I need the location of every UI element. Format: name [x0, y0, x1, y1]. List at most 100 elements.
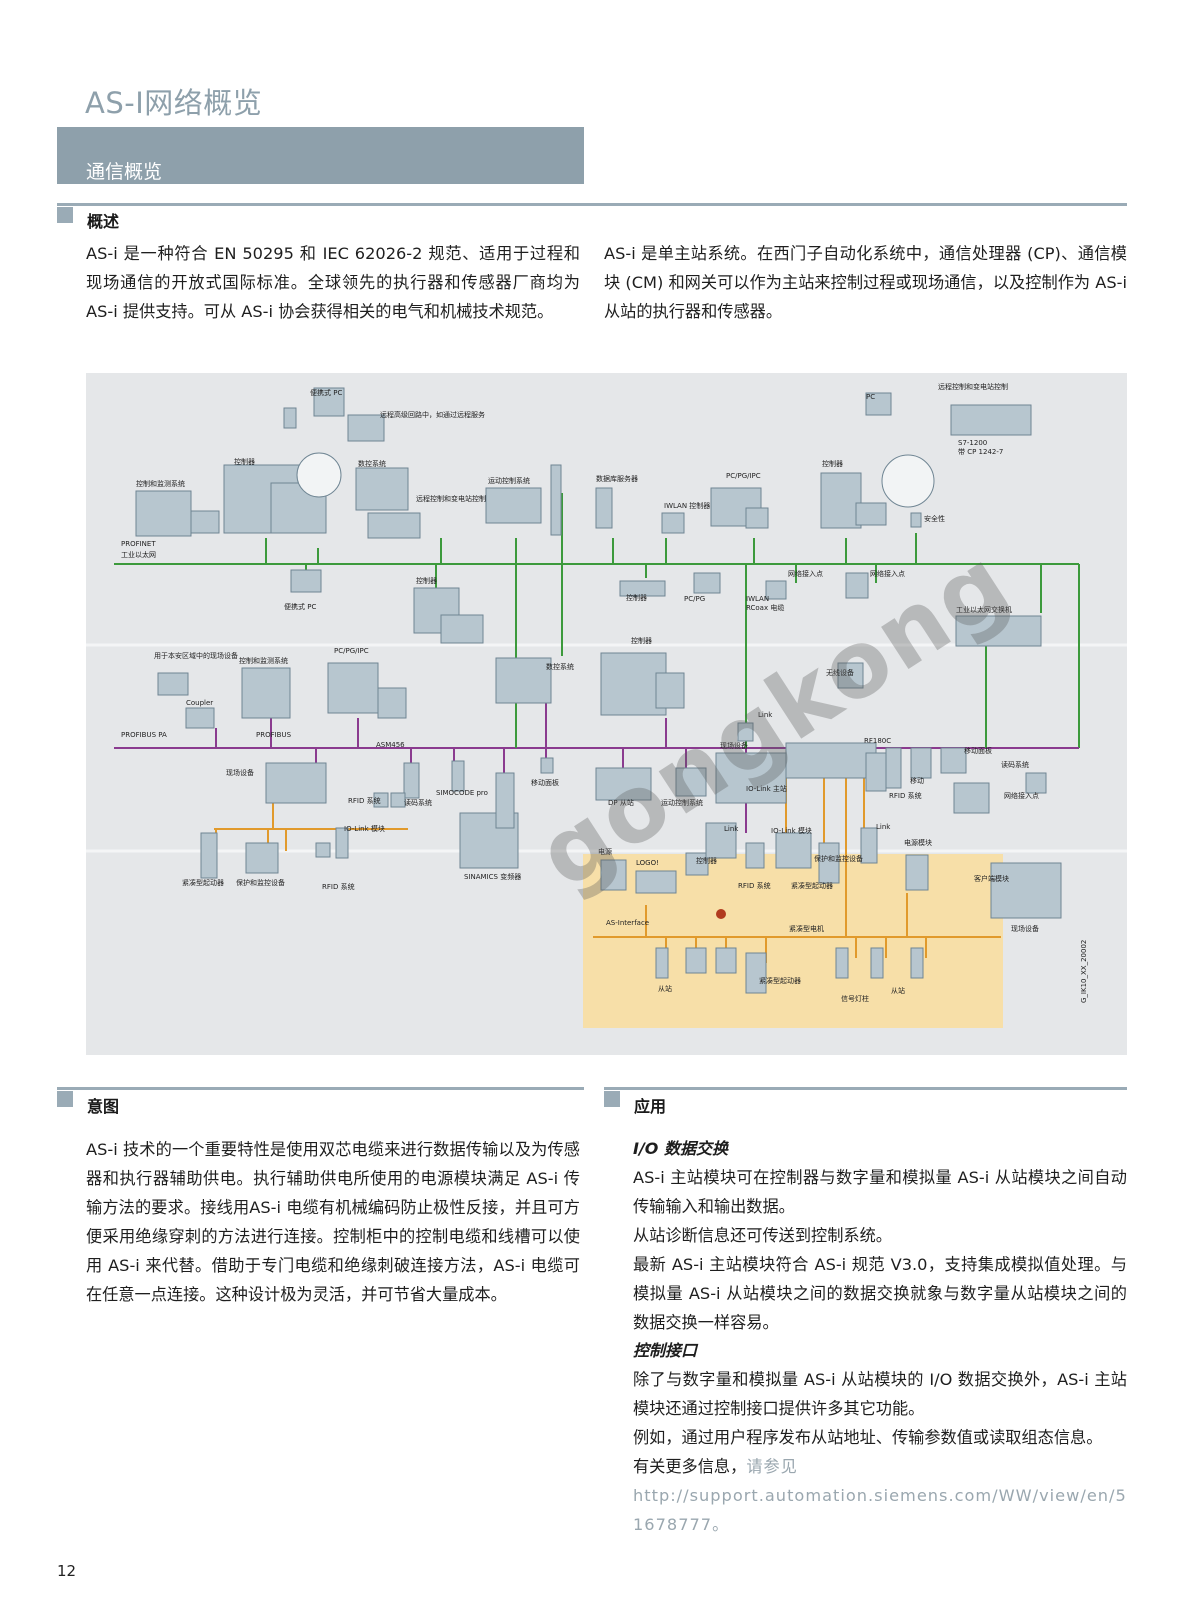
device [910, 947, 924, 979]
device [885, 747, 902, 789]
diagram-label: PROFINET [121, 540, 156, 548]
network-diagram-svg: 便携式 PC 远程高级回路中，如通过远程服务 控制器 控制和监测系统 数控系统 … [86, 373, 1127, 1055]
diagram-label: 控制和监测系统 [136, 479, 185, 488]
emergency-stop-icon [716, 909, 726, 919]
diagram-label: Link [876, 823, 891, 831]
device [355, 467, 409, 511]
diagram-label: PROFIBUS [256, 731, 292, 739]
overview-heading: 概述 [87, 212, 120, 231]
diagram-label: RFID 系统 [322, 882, 355, 891]
diagram-label: IO-Link 模块 [771, 826, 812, 835]
device [367, 512, 421, 539]
diagram-label: 移动 [910, 776, 924, 785]
diagram-label: PC/PG [684, 595, 705, 603]
device [313, 387, 345, 417]
device [910, 747, 932, 779]
diagram-label: 控制器 [696, 856, 717, 865]
diagram-label: RCoax 电缆 [746, 603, 784, 612]
device [265, 762, 327, 804]
diagram-label: RF180C [864, 737, 891, 745]
diagram-label: 运动控制系统 [488, 476, 530, 485]
device [550, 464, 562, 536]
more-info-prefix: 有关更多信息， [633, 1457, 747, 1476]
device [955, 615, 1042, 647]
diagram-label: 现场设备 [1011, 924, 1039, 933]
device [855, 502, 887, 526]
diagram-label: LOGO! [636, 859, 659, 867]
device [619, 580, 666, 597]
diagram-label: 读码系统 [1001, 760, 1029, 769]
device [390, 792, 406, 808]
diagram-label: RFID 系统 [889, 791, 922, 800]
device [377, 687, 407, 719]
diagram-label: 紧凑型起动器 [182, 878, 224, 887]
device [818, 842, 840, 884]
diagram-label: SIMOCODE pro [436, 789, 488, 797]
device [905, 854, 929, 891]
diagram-label: Link [724, 825, 739, 833]
device [347, 414, 385, 442]
see-also-link-text[interactable]: 请参见 [746, 1457, 798, 1476]
diagram-label: IWLAN 控制器 [664, 501, 710, 510]
support-url-link[interactable]: http://support.automation.siemens.com/WW… [633, 1486, 1127, 1534]
application-heading: 应用 [634, 1097, 667, 1116]
device [950, 404, 1032, 436]
device [685, 947, 707, 974]
device [157, 672, 189, 696]
device [495, 772, 515, 829]
diagram-label: 信号灯柱 [841, 994, 869, 1003]
intent-heading: 意图 [87, 1097, 120, 1116]
subheading-io-exchange: I/O 数据交换 [633, 1139, 728, 1158]
diagram-label: 控制器 [416, 576, 437, 585]
application-body: I/O 数据交换 AS-i 主站模块可在控制器与数字量和模拟量 AS-i 从站模… [633, 1135, 1127, 1539]
diagram-label: Link [758, 711, 773, 719]
overview-right-text: AS-i 是单主站系统。在西门子自动化系统中，通信处理器 (CP)、通信模块 (… [604, 244, 1127, 321]
device [953, 782, 990, 814]
device [661, 512, 685, 534]
diagram-label: ASM456 [376, 741, 405, 749]
device [775, 832, 812, 869]
diagram-label: 数控系统 [546, 662, 574, 671]
diagram-label: 保护和监控设备 [814, 854, 863, 863]
device [865, 752, 887, 792]
device [655, 947, 669, 979]
application-paragraph: 例如，通过用户程序发布从站地址、传输参数值或读取组态信息。 [633, 1428, 1103, 1447]
diagram-label: 工业以太网交换机 [956, 605, 1012, 614]
intent-text: AS-i 技术的一个重要特性是使用双芯电缆来进行数据传输以及为传感器和执行器辅助… [86, 1140, 580, 1304]
diagram-label: 网络接入点 [788, 569, 823, 578]
globe-icon [881, 454, 935, 508]
diagram-label: PC [866, 393, 875, 401]
diagram-label: 远程高级回路中，如通过远程服务 [380, 410, 485, 419]
diagram-label: RFID 系统 [348, 796, 381, 805]
device [403, 762, 420, 799]
device [715, 752, 787, 804]
application-paragraph: 从站诊断信息还可传送到控制系统。 [633, 1226, 892, 1245]
diagram-label: 从站 [658, 984, 672, 993]
device [185, 707, 215, 729]
device [373, 792, 389, 808]
diagram-label: 移动面板 [531, 778, 559, 787]
diagram-label: AS-Interface [606, 919, 649, 927]
diagram-label: 控制器 [631, 636, 652, 645]
device [1025, 772, 1047, 794]
diagram-label: 紧凑型电机 [789, 924, 824, 933]
diagram-label: 运动控制系统 [661, 798, 703, 807]
diagram-label: RFID 系统 [738, 881, 771, 890]
device [745, 952, 767, 994]
application-paragraph: 除了与数字量和模拟量 AS-i 从站模块的 I/O 数据交换外，AS-i 主站模… [633, 1370, 1127, 1418]
device [990, 862, 1062, 919]
device [495, 657, 552, 704]
diagram-label: 电源 [598, 847, 612, 856]
device [745, 842, 765, 869]
diagram-label: 控制器 [234, 457, 255, 466]
device [765, 580, 787, 600]
device [283, 407, 297, 429]
device [860, 827, 878, 864]
diagram-label: 带 CP 1242-7 [958, 448, 1003, 456]
device [745, 507, 769, 529]
diagram-label: 网络接入点 [1004, 791, 1039, 800]
diagram-label: 控制器 [626, 593, 647, 602]
device [290, 569, 322, 593]
globe-icon [296, 452, 342, 498]
diagram-label: 无线设备 [826, 668, 854, 677]
